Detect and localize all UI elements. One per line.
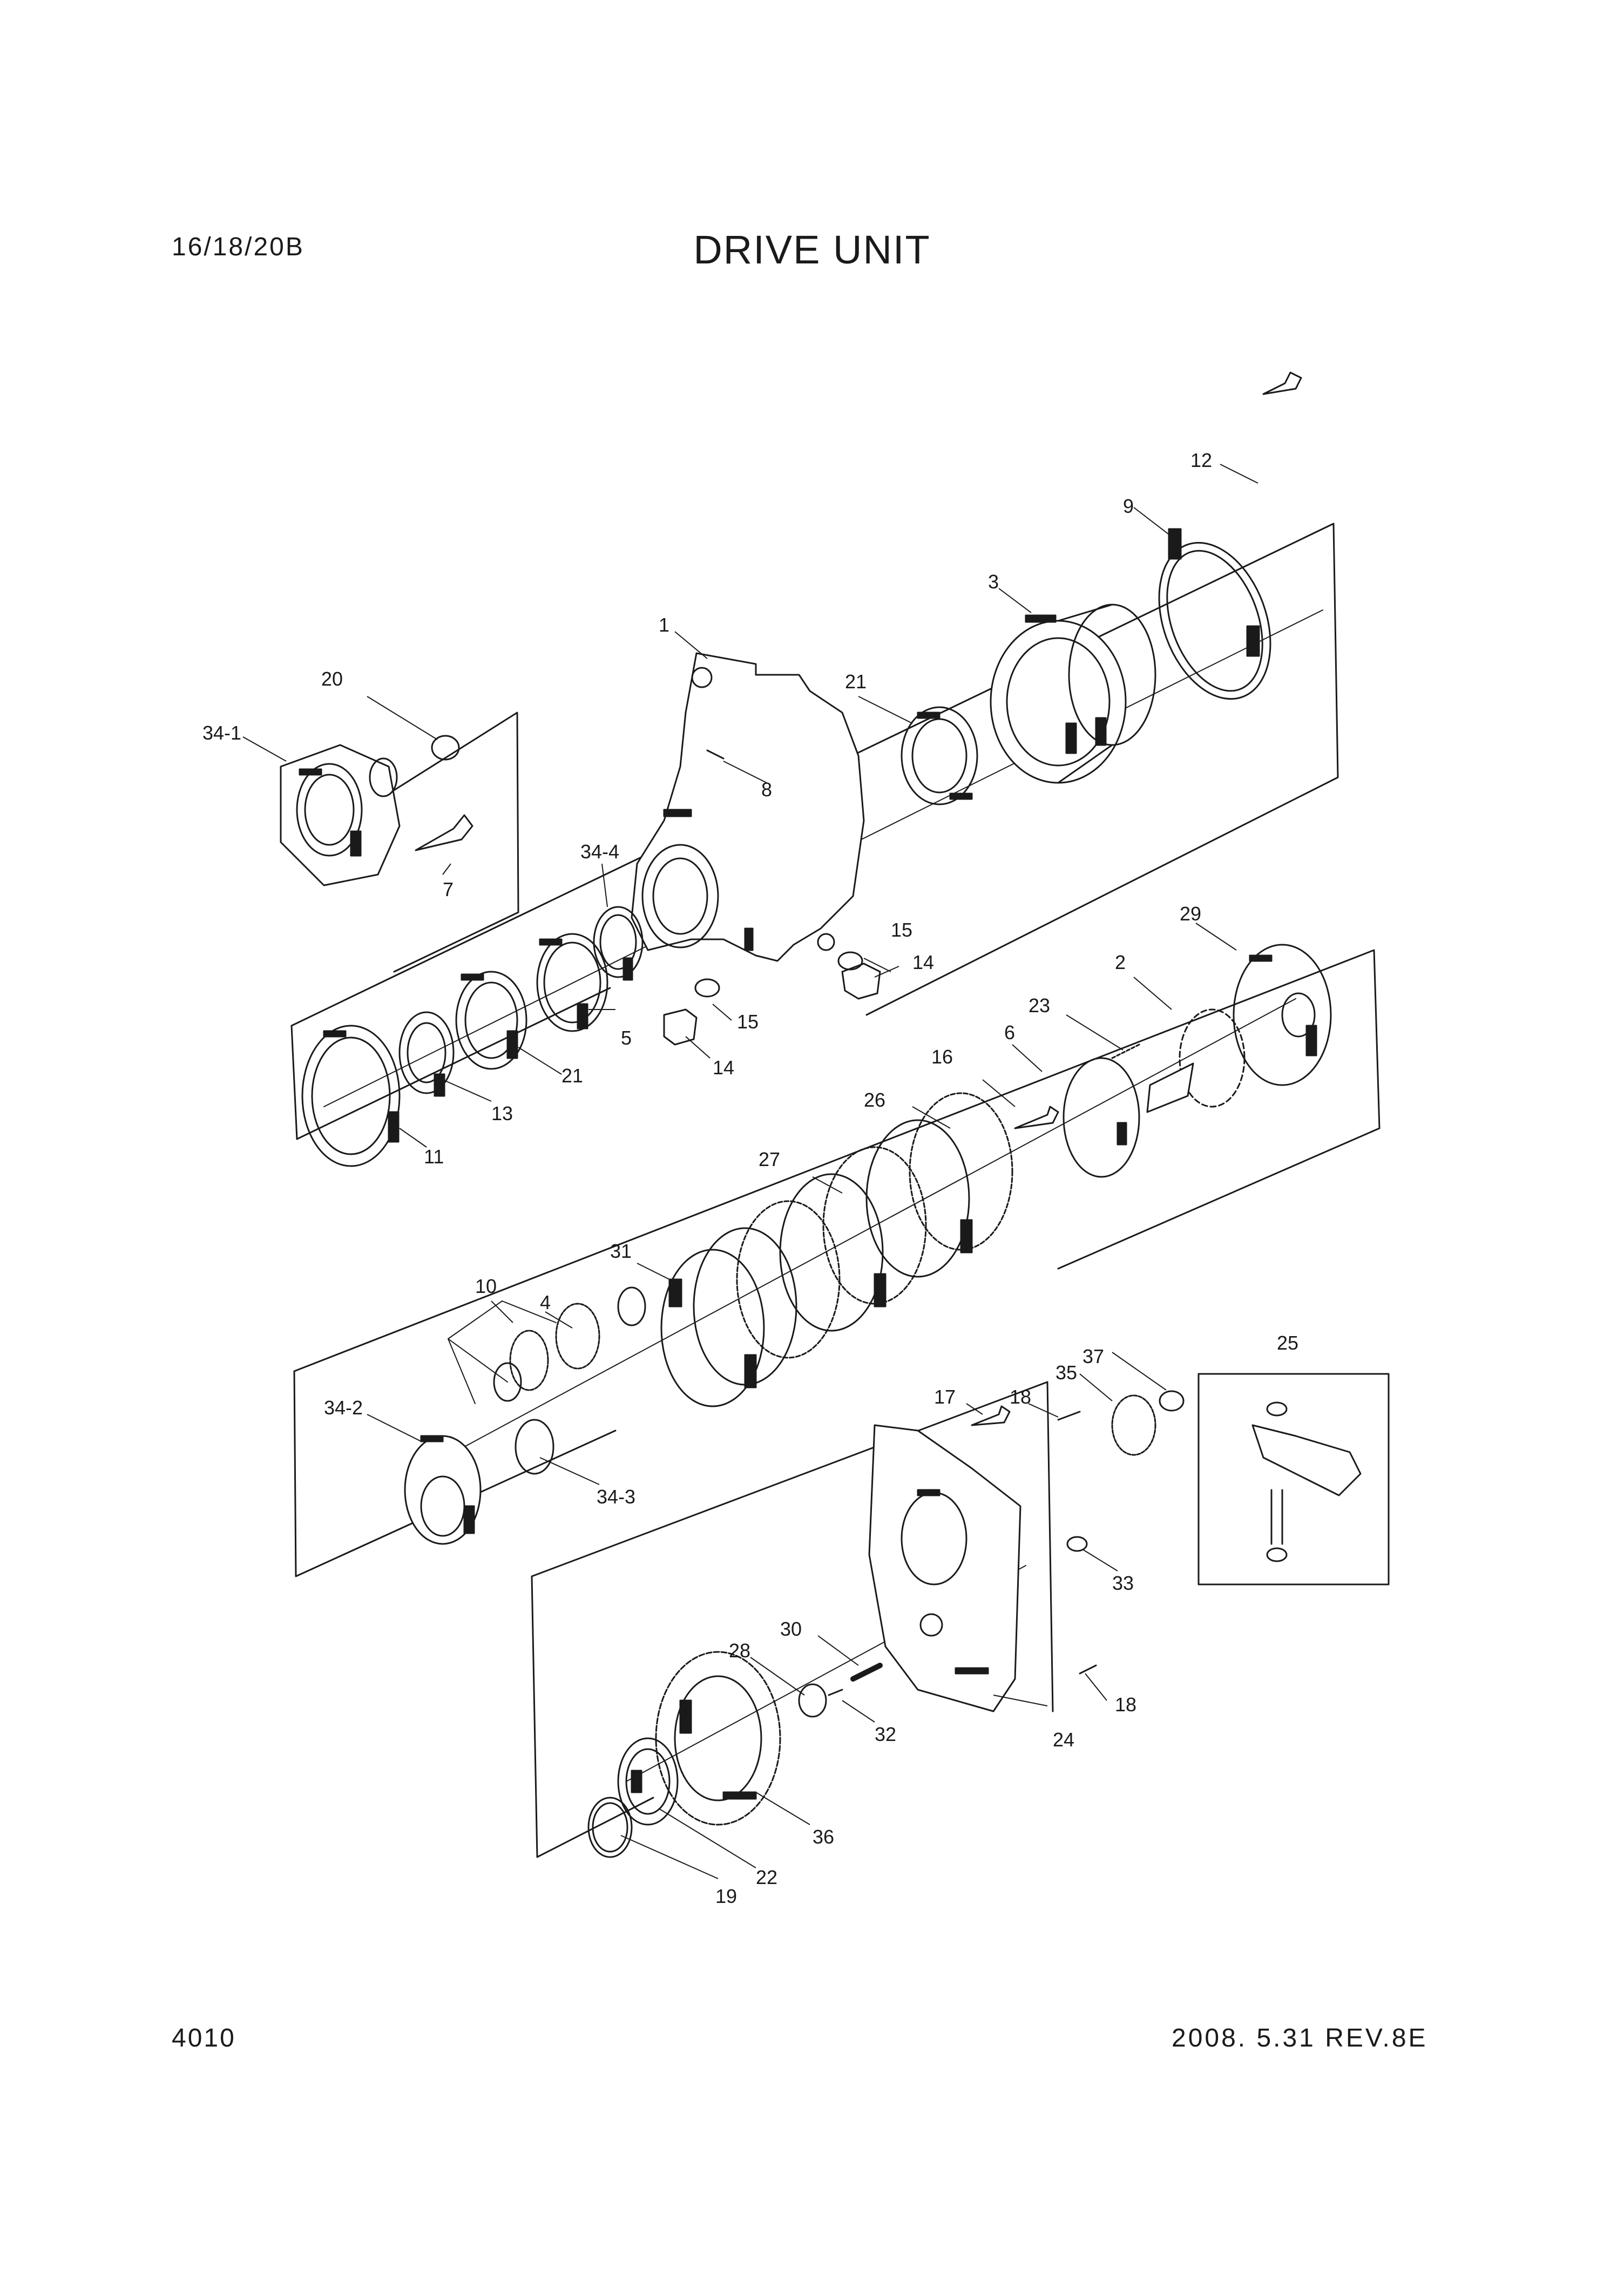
spring-part-23 [1111,1044,1140,1059]
callout-15-upper: 15 [891,919,912,941]
washer-part-15-lower [694,978,720,998]
callout-32: 32 [875,1723,896,1745]
large-gear-part-36 [655,1651,781,1826]
callout-9: 9 [1123,495,1134,517]
pin-part-18-lower [1079,1664,1097,1675]
revision-date: 2008. 5.31 REV.8E [1172,2024,1428,2052]
callout-14-lower: 14 [713,1056,734,1079]
callout-20: 20 [321,668,343,690]
group-frame-25 [1197,1373,1390,1586]
callout-21-upper: 21 [845,670,867,693]
callout-6: 6 [1004,1021,1015,1044]
clutch-disc-part-31 [660,1249,765,1407]
gear-part-4 [555,1303,600,1370]
bolt-part-16 [1014,1106,1059,1129]
washer-part-34-3 [515,1419,554,1475]
callout-13: 13 [491,1102,513,1124]
housing-part-1 [631,652,865,962]
bearing-part-21-upper [901,706,978,805]
plug-part-14-upper [841,963,881,1000]
callout-15-lower: 15 [737,1011,759,1033]
gear-part-35 [1111,1394,1156,1456]
drum-housing-part-3 [990,620,1127,784]
lever-part-25 [1251,1424,1362,1496]
group-frame-bottom [531,1381,1054,1858]
nut-part-20 [431,735,460,761]
callout-33: 33 [1112,1572,1134,1594]
callout-37: 37 [1082,1345,1104,1367]
page-number: 4010 [172,2024,236,2052]
group-frame-34-1 [388,712,519,973]
callout-7: 7 [443,878,454,900]
bolt-part-17 [971,1405,1011,1426]
callout-10: 10 [475,1275,497,1297]
cover-plate-part-24 [868,1424,1021,1712]
pin-part-8 [706,749,725,760]
callout-labels: 1 2 3 4 5 6 7 8 9 10 11 12 13 14 14 15 1… [202,449,1298,1907]
callout-34-1: 34-1 [202,722,241,744]
page-title: DRIVE UNIT [693,227,931,272]
model-code: 16/18/20B [172,233,304,261]
ring-part-11 [301,1025,401,1167]
washer-part-15-upper [837,951,863,971]
callout-8: 8 [761,778,772,801]
callout-4: 4 [540,1291,551,1313]
callout-18-lower: 18 [1115,1693,1136,1716]
bearing-part-10 [509,1330,549,1391]
callout-29: 29 [1180,903,1201,925]
bolt-part-12 [1262,371,1302,395]
gear-shaft-part-2 [1179,1008,1246,1108]
ring-part-5 [536,933,608,1032]
collar-part-28 [798,1683,827,1718]
snap-ring-part-19 [587,1797,633,1858]
callout-23: 23 [1028,994,1050,1017]
callout-14-upper: 14 [912,951,934,973]
callout-34-2: 34-2 [324,1397,363,1419]
washer-part-33 [1066,1536,1088,1552]
bearing-part-21-lower [455,971,527,1070]
plug-part-14-lower [663,1008,698,1046]
callout-34-4: 34-4 [580,841,619,863]
callout-18-upper: 18 [1010,1386,1031,1408]
callout-28: 28 [729,1639,750,1662]
callout-17: 17 [934,1386,956,1408]
callout-22: 22 [756,1866,777,1888]
callout-30: 30 [780,1618,802,1640]
housing-bore-part-1 [641,844,719,948]
plate-part-6 [1063,1057,1140,1178]
axis-line-middle [464,998,1296,1447]
nut-part-37 [1159,1390,1185,1412]
pin-part-18-upper [1057,1411,1081,1421]
ring-part-34-4 [593,906,644,978]
pin-part-30 [850,1663,883,1682]
callout-3: 3 [988,571,999,593]
disc-part-29 [1233,944,1332,1086]
callout-2: 2 [1115,951,1126,973]
callout-26: 26 [864,1089,885,1111]
callout-34-3: 34-3 [597,1486,635,1508]
pin-part-32 [828,1689,843,1696]
callout-5: 5 [621,1027,632,1049]
callout-21-lower: 21 [561,1065,583,1087]
callout-25: 25 [1277,1332,1298,1354]
callout-11: 11 [424,1146,444,1168]
callout-12: 12 [1190,449,1212,471]
callout-24: 24 [1053,1729,1074,1751]
callout-16: 16 [931,1046,953,1068]
group-frame-middle [293,949,1381,1577]
callout-1: 1 [659,614,669,636]
bolt-part-7 [415,814,473,851]
clutch-disc-part-26 [909,1092,1013,1251]
callout-27: 27 [759,1148,780,1170]
callout-35: 35 [1055,1361,1077,1384]
ring-part-13 [398,1011,455,1094]
clutch-disc-part-27 [779,1173,884,1332]
callout-31: 31 [610,1240,632,1262]
snap-ring-part-9 [1158,541,1271,700]
callout-19: 19 [715,1885,737,1907]
bearing-part-22 [617,1737,679,1826]
callout-36: 36 [813,1826,834,1848]
